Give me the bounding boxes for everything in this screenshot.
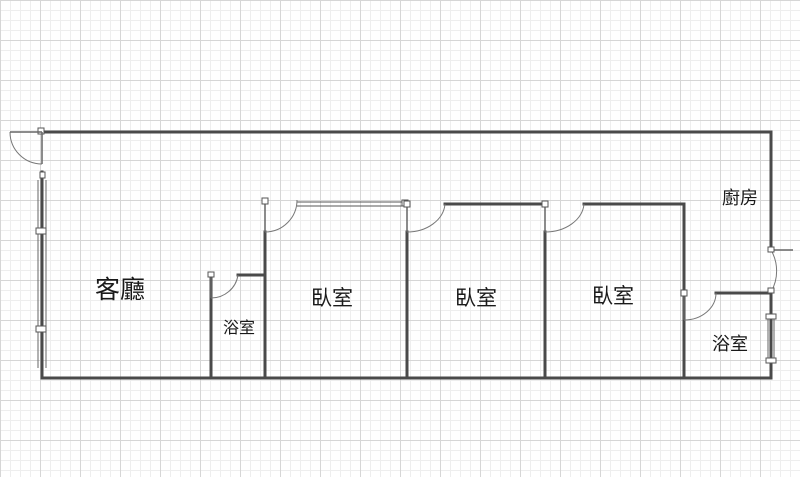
small-bath-label: 浴室 [223,318,255,337]
entrance-door [9,127,45,165]
right-bath-label: 浴室 [712,334,748,355]
left-window [35,171,47,368]
bedroom-2-label: 臥室 [455,286,497,310]
right-window [765,313,777,364]
kitchen-label: 廚房 [722,187,758,209]
interior-walls [209,201,773,380]
bedroom-1-label: 臥室 [311,286,353,310]
bedroom-3-label: 臥室 [592,284,634,308]
living-room-label: 客廳 [95,275,145,304]
interior-doors [207,197,793,321]
